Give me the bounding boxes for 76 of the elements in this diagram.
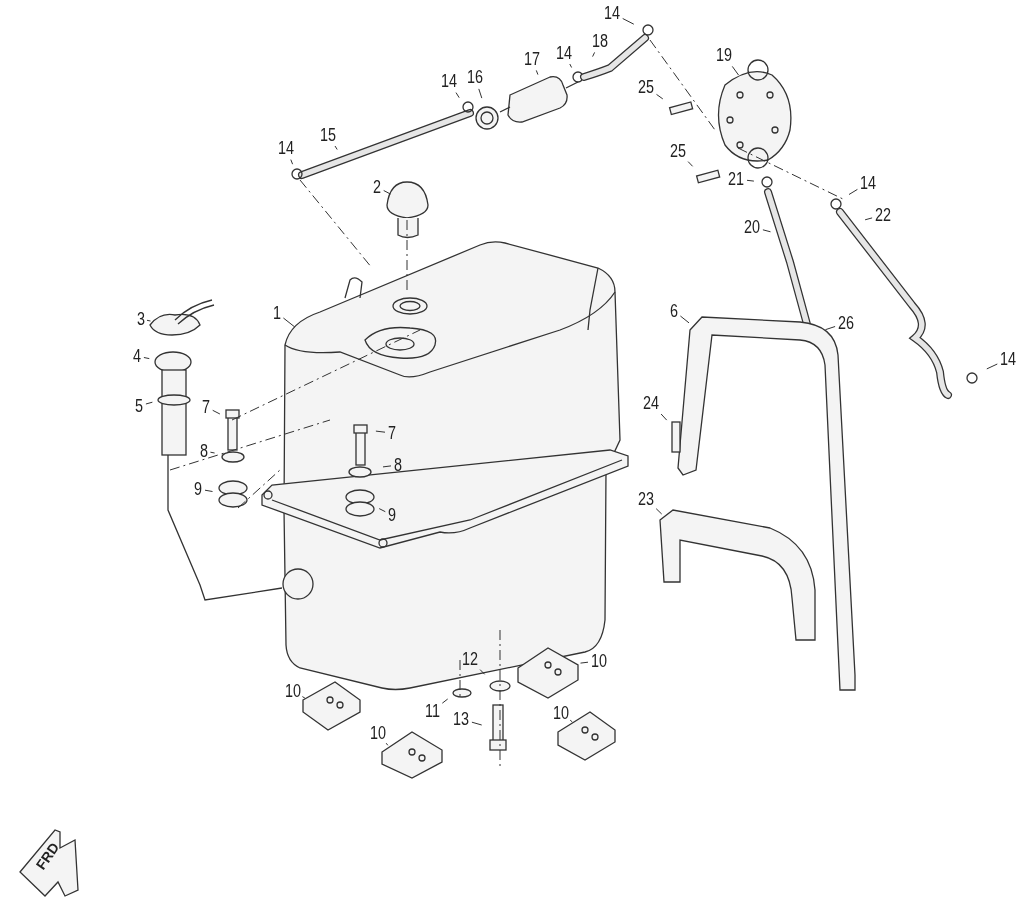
leader-line	[204, 489, 213, 492]
leader-line	[385, 742, 389, 746]
leader-line	[382, 465, 392, 468]
callout-number: 14	[278, 139, 294, 157]
callout-number: 16	[467, 68, 483, 86]
leader-line	[864, 217, 873, 221]
leader-line	[622, 18, 635, 25]
leader-line	[209, 451, 216, 454]
callout-number: 20	[744, 218, 761, 236]
callout-number: 19	[716, 46, 733, 64]
leader-line	[383, 190, 391, 195]
callout-number: 23	[638, 490, 655, 508]
leader-line	[145, 401, 153, 405]
callout-number: 26	[838, 314, 855, 332]
callout-number: 14	[556, 44, 573, 62]
leader-line	[655, 508, 663, 515]
leader-line	[746, 179, 755, 182]
leader-line	[478, 88, 483, 99]
callout-number: 24	[643, 394, 660, 412]
callout-number: 9	[388, 506, 396, 524]
leader-line	[679, 315, 690, 324]
leader-line	[282, 317, 296, 328]
leader-line	[378, 508, 386, 513]
callout-number: 7	[202, 398, 210, 416]
callout-number: 15	[320, 126, 336, 144]
callout-number: 12	[462, 650, 478, 668]
leader-line	[479, 669, 486, 675]
callout-number: 3	[137, 310, 145, 328]
callout-number: 22	[875, 206, 892, 224]
leader-line	[301, 696, 306, 699]
callout-number: 25	[670, 142, 687, 160]
callout-number: 10	[591, 652, 608, 670]
leader-line	[660, 413, 668, 421]
leader-line	[455, 92, 460, 99]
callout-number: 14	[1000, 350, 1017, 368]
callout-number: 7	[388, 424, 396, 442]
leader-line	[848, 188, 858, 195]
callout-number: 17	[524, 50, 541, 68]
callout-number: 10	[553, 704, 570, 722]
leader-line	[290, 159, 294, 165]
leader-line	[143, 357, 150, 360]
callout-number: 4	[133, 347, 141, 365]
callout-number: 8	[394, 456, 402, 474]
leader-line	[441, 698, 449, 704]
leader-line	[762, 229, 771, 233]
callout-number: 5	[135, 397, 143, 415]
leader-line	[656, 93, 664, 100]
leader-line	[375, 430, 386, 433]
leader-line	[569, 719, 573, 723]
leader-line	[580, 661, 589, 664]
leader-line	[731, 65, 739, 76]
leader-line	[569, 63, 573, 68]
callout-number: 25	[638, 78, 655, 96]
callout-number: 18	[592, 32, 609, 50]
leader-line	[986, 363, 998, 370]
callout-number: 14	[860, 174, 877, 192]
callout-number: 10	[370, 724, 386, 742]
leader-line	[471, 721, 483, 726]
callout-number: 14	[604, 4, 621, 22]
callout-number: 14	[441, 72, 457, 90]
leader-line	[535, 69, 539, 76]
callout-number: 13	[453, 710, 469, 728]
callout-number: 21	[728, 170, 745, 188]
leader-line	[824, 326, 836, 331]
callout-number: 2	[373, 178, 381, 196]
leader-line	[212, 409, 221, 415]
callout-number: 6	[670, 302, 678, 320]
callout-number: 1	[273, 304, 281, 322]
callout-number: 10	[285, 682, 301, 700]
leader-line	[687, 161, 694, 167]
leader-line	[146, 319, 151, 322]
leader-line	[334, 145, 338, 150]
callout-number: 11	[425, 702, 440, 720]
callout-number: 9	[194, 480, 202, 498]
leader-line	[592, 51, 596, 58]
callout-number: 8	[200, 442, 208, 460]
